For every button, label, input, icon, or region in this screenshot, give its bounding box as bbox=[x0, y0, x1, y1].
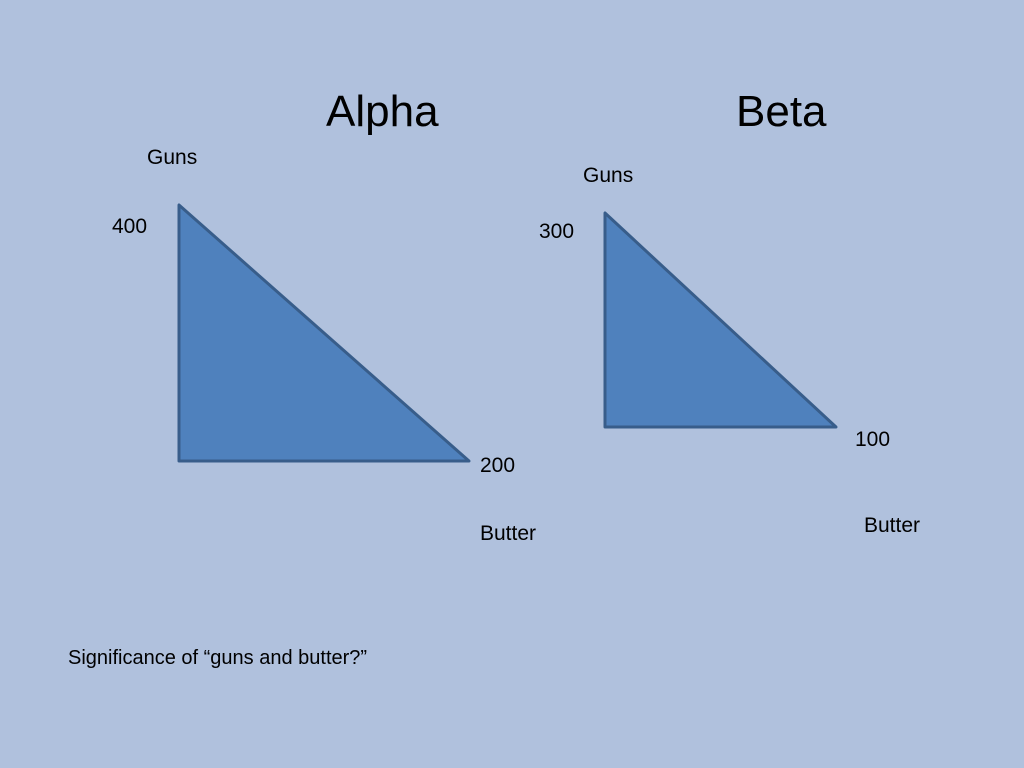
alpha-guns-value: 400 bbox=[112, 215, 148, 238]
alpha-title: Alpha bbox=[326, 87, 439, 136]
alpha-butter-value: 200 bbox=[480, 454, 516, 477]
alpha-guns-label: Guns bbox=[147, 146, 198, 169]
alpha-ppf-triangle bbox=[177, 203, 471, 463]
beta-butter-label: Butter bbox=[864, 514, 921, 537]
alpha-butter-label: Butter bbox=[480, 522, 537, 545]
beta-guns-value: 300 bbox=[539, 220, 575, 243]
beta-title: Beta bbox=[736, 87, 827, 136]
beta-butter-value: 100 bbox=[855, 428, 891, 451]
caption-question: Significance of “guns and butter?” bbox=[68, 647, 368, 669]
beta-ppf-triangle bbox=[603, 211, 838, 429]
beta-guns-label: Guns bbox=[583, 164, 634, 187]
